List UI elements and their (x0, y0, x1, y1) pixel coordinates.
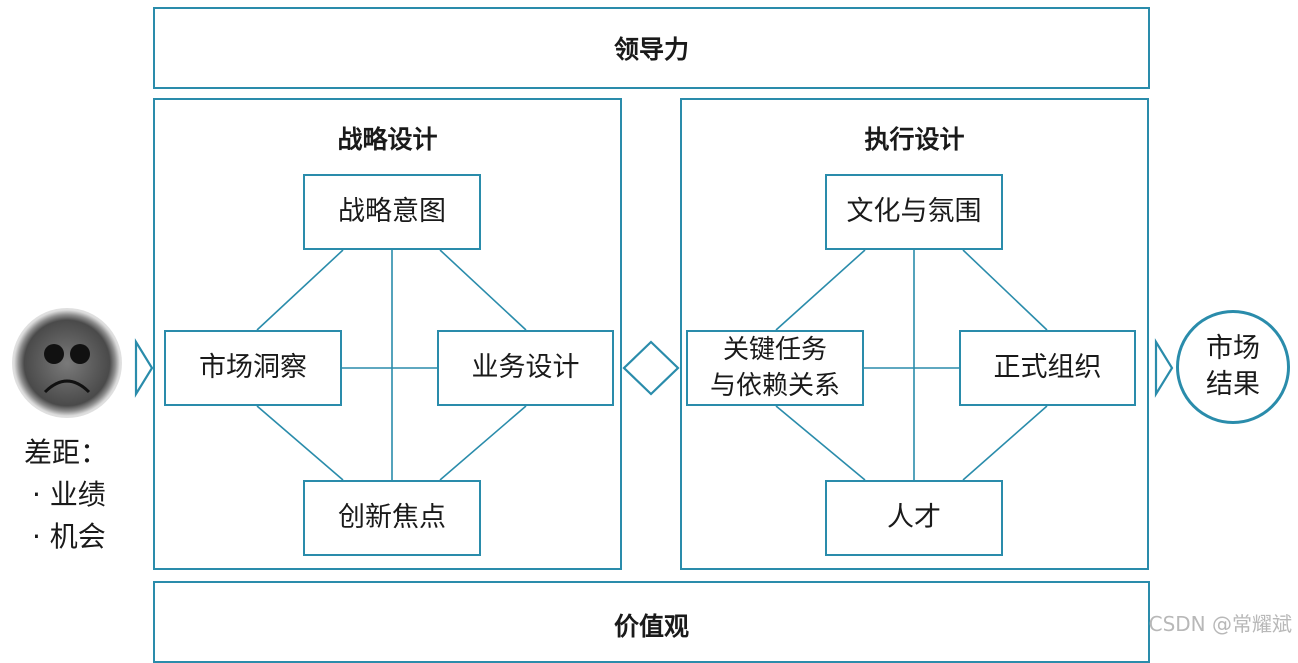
node-critical-tasks: 关键任务 与依赖关系 (686, 330, 864, 406)
node-culture-climate: 文化与氛围 (825, 174, 1003, 250)
market-result-line2: 结果 (1206, 369, 1260, 400)
node-market-insight: 市场洞察 (164, 330, 342, 406)
node-innovation-focus: 创新焦点 (303, 480, 481, 556)
arrow-to-result (1154, 338, 1174, 398)
node-critical-tasks-line1: 关键任务 (722, 335, 827, 365)
connector-strategy (439, 249, 527, 331)
gap-title: 差距： (24, 436, 109, 469)
execution-title: 执行设计 (864, 125, 965, 154)
node-critical-tasks-line2: 与依赖关系 (709, 371, 840, 401)
node-business-design: 业务设计 (437, 330, 614, 406)
node-talent-label: 人才 (887, 502, 941, 533)
node-formal-organization: 正式组织 (959, 330, 1136, 406)
execution-panel: 执行设计 (680, 98, 1149, 570)
market-result-circle: 市场 结果 (1176, 310, 1290, 424)
market-result-line1: 市场 (1206, 333, 1260, 364)
gap-item-performance: · 业绩 (32, 478, 106, 511)
connector-strategy (256, 405, 344, 481)
connector-strategy (256, 249, 344, 331)
connector-execution (775, 249, 866, 331)
gap-item-opportunity: · 机会 (32, 520, 106, 553)
watermark: CSDN @常耀斌 (1148, 612, 1292, 636)
node-strategic-intent-label: 战略意图 (338, 196, 446, 227)
strategy-title: 战略设计 (337, 125, 438, 154)
node-strategic-intent: 战略意图 (303, 174, 481, 250)
connector-execution (775, 405, 866, 481)
connector-execution (962, 405, 1048, 481)
node-innovation-focus-label: 创新焦点 (338, 502, 446, 533)
strategy-panel: 战略设计 (153, 98, 622, 570)
values-label: 价值观 (613, 612, 689, 641)
node-market-insight-label: 市场洞察 (199, 352, 307, 383)
leadership-label: 领导力 (613, 35, 689, 64)
diagram-connectors (134, 249, 1174, 481)
leadership-band: 领导力 (153, 7, 1150, 89)
node-talent: 人才 (825, 480, 1003, 556)
connector-strategy (439, 405, 527, 481)
node-business-design-label: 业务设计 (471, 352, 580, 383)
connector-execution (962, 249, 1048, 331)
arrow-into-strategy (134, 338, 154, 398)
values-band: 价值观 (153, 581, 1150, 663)
sad-face-icon (12, 308, 122, 418)
center-diamond (622, 340, 680, 396)
node-formal-organization-label: 正式组织 (993, 352, 1102, 383)
node-culture-climate-label: 文化与氛围 (846, 196, 982, 227)
